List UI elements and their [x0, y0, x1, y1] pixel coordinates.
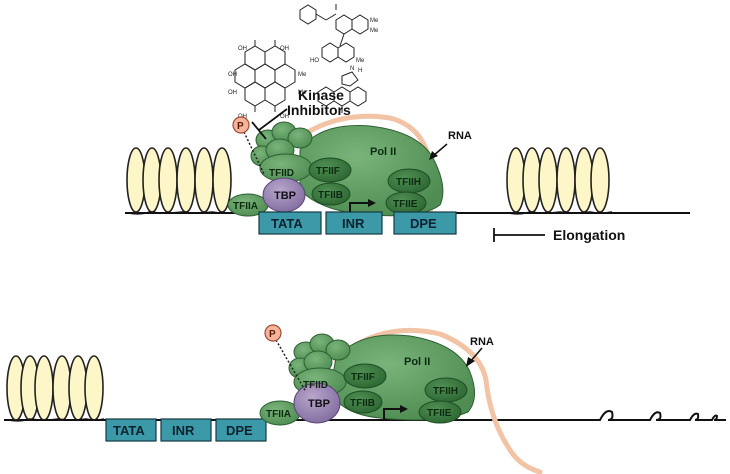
top-inr-box: [325, 211, 383, 235]
svg-text:Me: Me: [298, 72, 307, 78]
top-tfiia-label: TFIIA: [233, 201, 258, 212]
svg-text:OH: OH: [228, 72, 237, 78]
bottom-inr-label: INR: [172, 423, 195, 438]
elongation-inhibit-bar: [493, 228, 545, 242]
flavonoid-structure: [299, 4, 369, 63]
hypericin-structure: [234, 40, 296, 112]
bottom-tata-box: [105, 418, 157, 442]
top-tbp-label: TBP: [274, 190, 296, 202]
top-tfiib: [311, 182, 351, 206]
top-tfiif: [308, 157, 352, 183]
top-tfiid-label: TFIID: [269, 168, 294, 179]
top-phospho-circle: [232, 116, 250, 134]
svg-text:N: N: [350, 66, 354, 72]
top-pol2-label: Pol II: [370, 146, 396, 158]
svg-text:OH: OH: [228, 90, 237, 96]
svg-text:Me: Me: [356, 58, 365, 64]
top-rna-arrow: [429, 143, 448, 160]
bottom-phospho-label: P: [269, 329, 276, 340]
top-dpe-box: [393, 211, 457, 235]
elongation-label: Elongation: [553, 227, 625, 243]
top-left-nucleosome: [126, 147, 237, 215]
svg-text:H: H: [358, 68, 362, 74]
top-tfiif-label: TFIIF: [316, 166, 340, 177]
bottom-pol2-label: Pol II: [404, 356, 430, 368]
top-tfiih-label: TFIIH: [396, 177, 421, 188]
bottom-tfiia-label: TFIIA: [266, 409, 291, 420]
bottom-tfiid-label: TFIID: [303, 380, 328, 391]
svg-text:Me: Me: [298, 90, 307, 96]
bottom-tbp: [293, 382, 341, 424]
bottom-tfiie: [418, 400, 462, 424]
top-tss-arrowhead: [368, 199, 376, 207]
bottom-tfiib: [343, 390, 383, 414]
bottom-dpe-label: DPE: [226, 423, 253, 438]
top-panel: Kinase Inhibitors P RNA Elongation TFIID…: [125, 87, 690, 243]
top-rna-label: RNA: [448, 130, 472, 142]
top-tata-box: [258, 211, 322, 235]
svg-text:OH: OH: [280, 46, 289, 52]
bottom-panel: P RNA TFIID TBP TFIIA TFIIF TFIIB TFIIH …: [4, 324, 726, 474]
chemical-structures: [234, 4, 369, 113]
bottom-tfiif-label: TFIIF: [351, 372, 375, 383]
bottom-tfiih-label: TFIIH: [433, 386, 458, 397]
bottom-nucleosome: [6, 355, 105, 422]
bottom-tss-arrow: [383, 408, 400, 420]
bottom-inr-box: [160, 418, 212, 442]
bottom-rna-strand: [333, 327, 543, 474]
bottom-phospho-circle: [264, 324, 282, 342]
top-phospho-label: P: [237, 121, 244, 132]
bottom-tbp-label: TBP: [308, 398, 330, 410]
bottom-tfiif: [343, 363, 387, 389]
top-tfiib-label: TFIIB: [318, 190, 343, 201]
bottom-tfiie-label: TFIIE: [427, 408, 452, 419]
svg-text:OH: OH: [238, 46, 247, 52]
kinase-inhibitors-label-line2: Inhibitors: [287, 102, 351, 118]
bottom-dna-strand: [4, 410, 726, 421]
top-dpe-label: DPE: [410, 216, 437, 231]
svg-text:Me: Me: [370, 18, 379, 24]
top-tss-arrow: [349, 202, 368, 212]
bottom-rna-arrow: [466, 347, 483, 367]
top-inhibitor-bar: [251, 108, 288, 140]
bottom-tata-label: TATA: [113, 423, 145, 438]
anthrapyrazolone-structure: [317, 71, 367, 113]
kinase-inhibitors-label-line1: Kinase: [298, 87, 344, 103]
top-tata-label: TATA: [271, 216, 303, 231]
top-tfiid-lobes: [250, 121, 313, 183]
svg-text:Me: Me: [370, 28, 379, 34]
top-right-nucleosome: [506, 147, 613, 215]
svg-text:HO: HO: [310, 58, 319, 64]
bottom-dpe-box: [215, 418, 267, 442]
bottom-rna-label: RNA: [470, 336, 494, 348]
bottom-tss-arrowhead: [400, 405, 408, 413]
top-inr-label: INR: [342, 216, 365, 231]
svg-text:OH: OH: [280, 114, 289, 120]
bottom-tfiib-label: TFIIB: [350, 398, 375, 409]
top-tfiie-label: TFIIE: [393, 199, 418, 210]
